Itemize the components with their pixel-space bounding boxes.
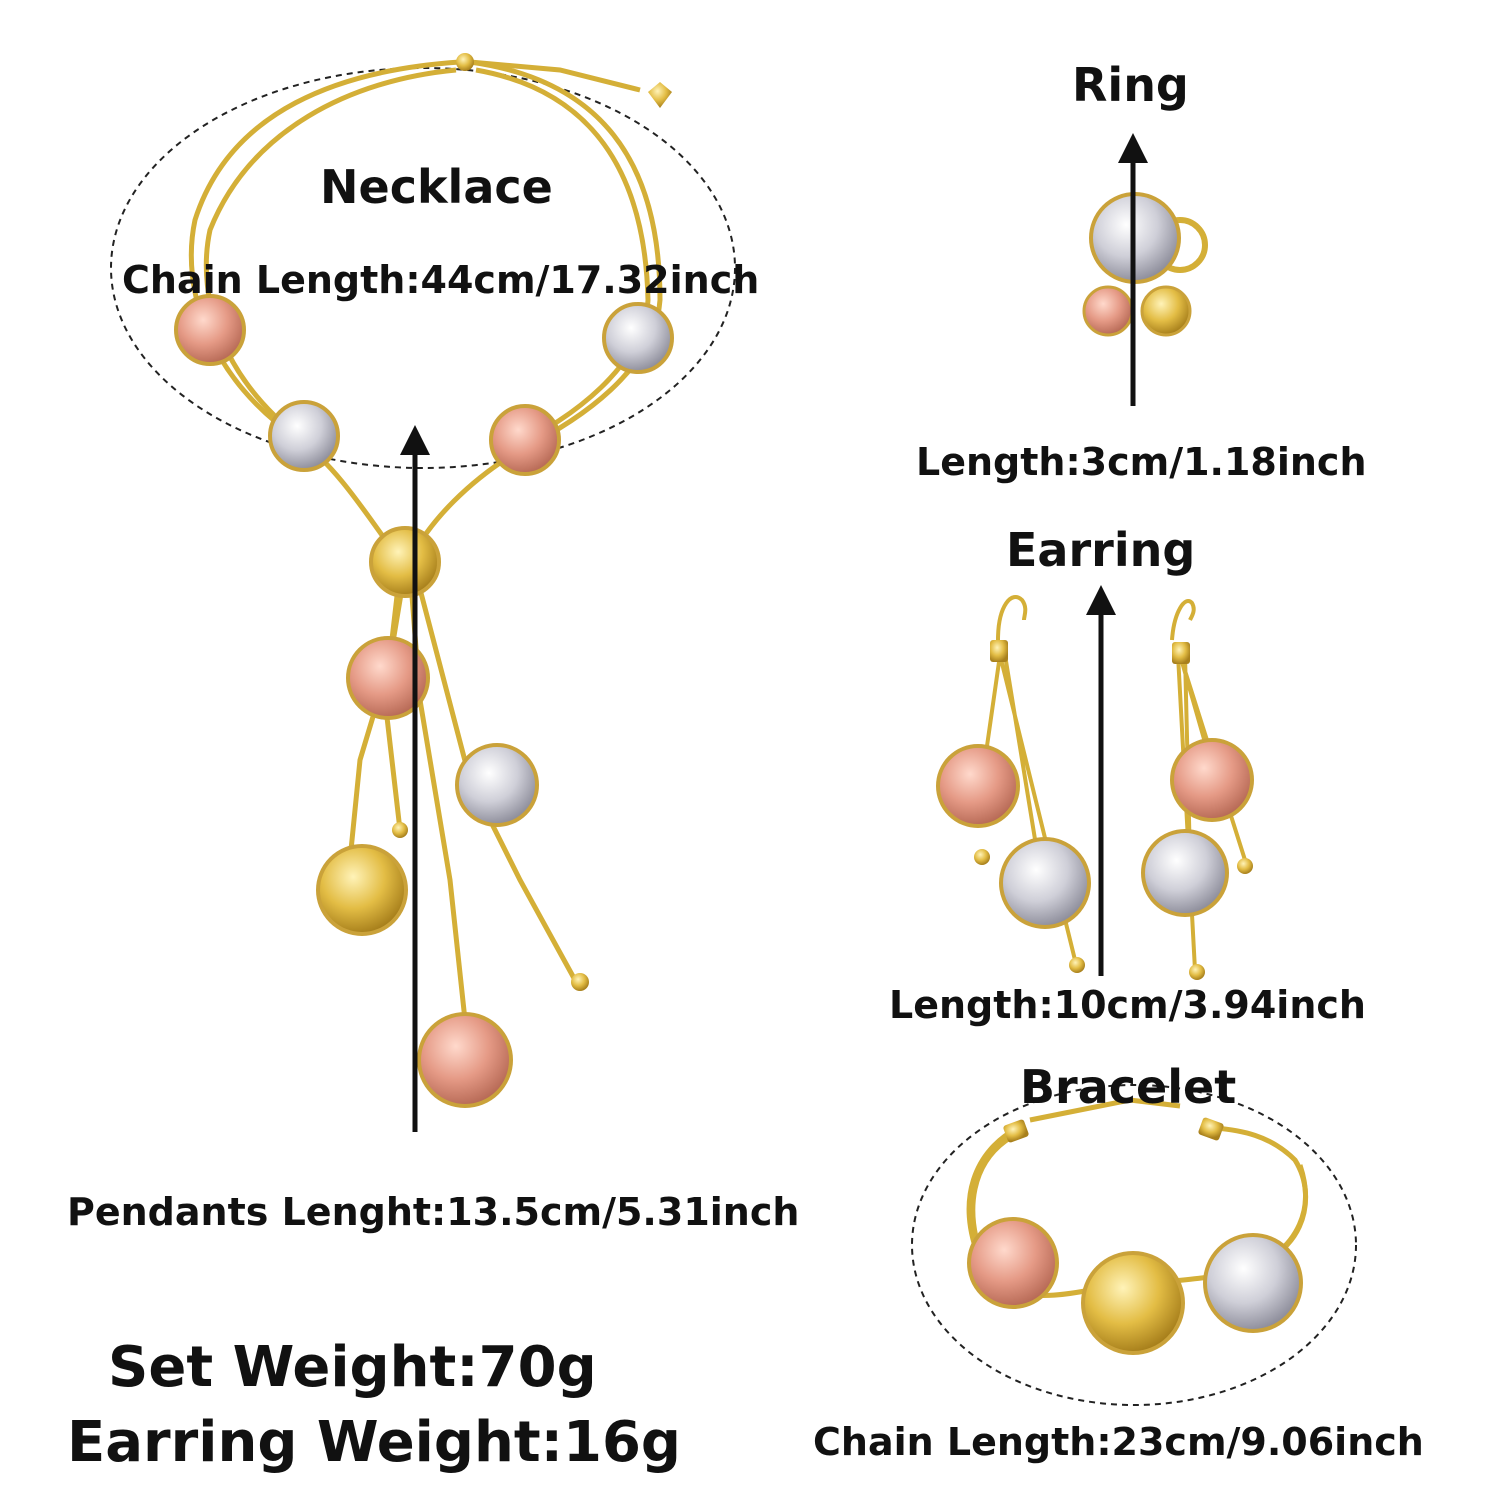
- bead-silver: [1203, 1233, 1303, 1333]
- bead-rose: [489, 404, 561, 476]
- bracelet-dashed-outline: [911, 1084, 1357, 1406]
- ear-hook: [1170, 599, 1196, 641]
- ear-hook: [996, 595, 1028, 641]
- necklace-chain: [188, 59, 663, 1021]
- earring-title: Earring: [1006, 523, 1196, 577]
- necklace-dashed-outline: [110, 67, 736, 469]
- earrings: [936, 585, 1254, 980]
- ring-gold-bead: [1140, 285, 1192, 337]
- necklace: [110, 53, 736, 1132]
- chain-end-ball: [1189, 964, 1205, 980]
- necklace-chain-length: Chain Length:44cm/17.32inch: [122, 258, 760, 302]
- chain-end-ball: [571, 973, 589, 991]
- bead-rose: [936, 744, 1020, 828]
- ring-title: Ring: [1072, 58, 1189, 112]
- necklace-clasp: [456, 53, 474, 71]
- chain-end-ball: [1069, 957, 1085, 973]
- bead-rose: [174, 294, 246, 366]
- bead-gold: [316, 844, 408, 936]
- necklace-title: Necklace: [320, 160, 553, 214]
- bead-silver: [268, 400, 340, 472]
- bracelet-title: Bracelet: [1020, 1060, 1237, 1114]
- earring-length: Length:10cm/3.94inch: [889, 983, 1366, 1027]
- bead-rose: [346, 636, 430, 720]
- bead-rose: [1170, 738, 1254, 822]
- bracelet-cap: [1003, 1119, 1029, 1143]
- bead-silver: [455, 743, 539, 827]
- bead-silver: [1141, 829, 1229, 917]
- chain-end-ball: [974, 849, 990, 865]
- bracelet-chain-length: Chain Length:23cm/9.06inch: [813, 1420, 1424, 1464]
- chain-end-ball: [1237, 858, 1253, 874]
- bead-gold: [369, 526, 441, 598]
- ear-cap: [990, 640, 1008, 662]
- bead-rose: [417, 1012, 513, 1108]
- bead-rose: [967, 1217, 1059, 1309]
- bead-gold: [1081, 1251, 1185, 1355]
- set-weight: Set Weight:70g: [108, 1335, 597, 1400]
- earring-weight: Earring Weight:16g: [67, 1410, 682, 1475]
- ring-length: Length:3cm/1.18inch: [916, 440, 1367, 484]
- ring: [1082, 133, 1208, 406]
- chain-end-ball: [392, 822, 408, 838]
- ring-rose-bead: [1082, 285, 1134, 337]
- bracelet-cap: [1198, 1117, 1224, 1141]
- necklace-heart-charm: [648, 82, 672, 108]
- necklace-pendant-length: Pendants Lenght:13.5cm/5.31inch: [67, 1190, 800, 1234]
- bead-silver: [602, 302, 674, 374]
- bracelet: [911, 1084, 1357, 1406]
- bead-silver: [999, 837, 1091, 929]
- ear-cap: [1172, 642, 1190, 664]
